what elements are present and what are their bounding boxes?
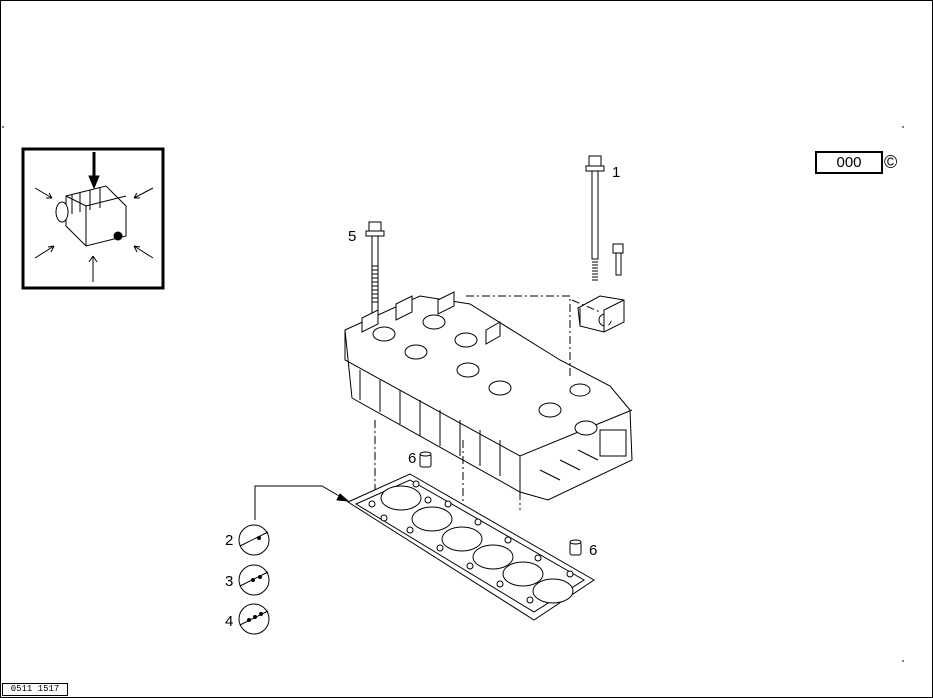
dowel-pins [419, 451, 582, 556]
head-gasket [346, 473, 595, 621]
gasket-leader [254, 485, 350, 520]
callout-2: 2 [225, 532, 233, 549]
head-bolt-long [585, 155, 605, 281]
gasket-thickness-symbols [238, 524, 270, 635]
engine-orientation-inset [21, 147, 165, 290]
head-bolt-short [365, 221, 385, 327]
document-code: 0511 1517 [2, 683, 68, 696]
valve-ports [372, 314, 598, 436]
orientation-arrows [34, 152, 154, 282]
callout-5: 5 [348, 228, 356, 245]
callout-labels: 1 2 3 4 5 6 6 [225, 164, 620, 630]
copyright-icon: © [884, 152, 898, 172]
callout-1: 1 [612, 164, 620, 181]
gasket-holes [368, 480, 574, 604]
reference-code-box: 000 [815, 151, 883, 174]
callout-3: 3 [225, 573, 233, 590]
rocker-bracket [577, 243, 625, 333]
cylinder-head [344, 291, 633, 501]
callout-6-lower: 6 [589, 542, 597, 559]
callout-6-upper: 6 [408, 450, 416, 467]
callout-4: 4 [225, 613, 233, 630]
registration-marks [2, 126, 904, 662]
